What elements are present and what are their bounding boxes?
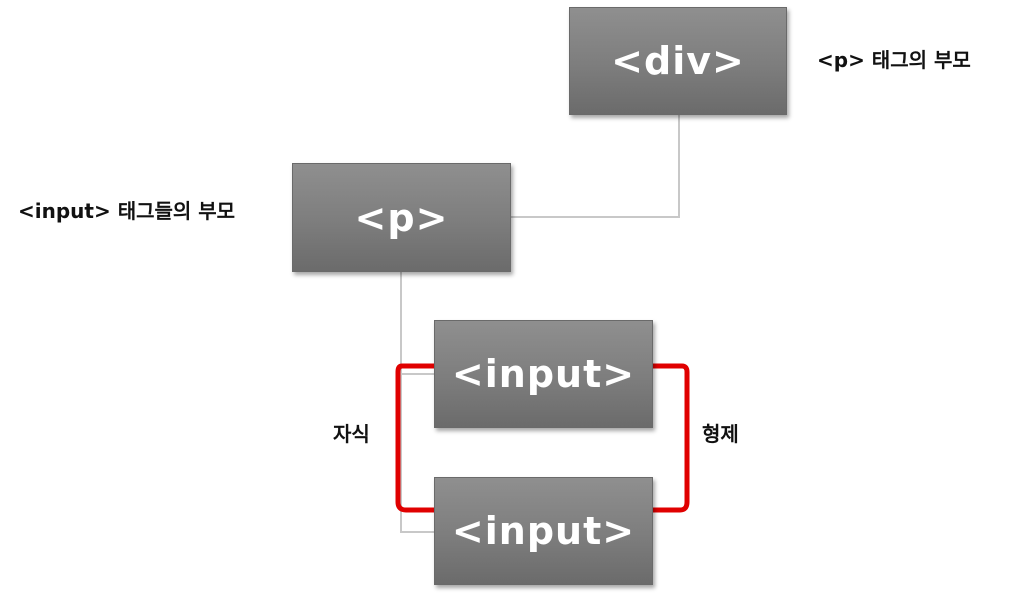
child-annotation: 자식 — [333, 422, 370, 446]
p-node-label: <p> — [354, 195, 449, 240]
child-bracket — [395, 363, 434, 513]
connector-p-to-inputs — [400, 272, 434, 533]
div-parent-annotation: <p> 태그의 부모 — [817, 48, 971, 72]
p-parent-annotation: <input> 태그들의 부모 — [18, 199, 236, 223]
sibling-bracket — [653, 363, 690, 513]
div-node-label: <div> — [611, 39, 745, 83]
input-node-2: <input> — [434, 477, 653, 585]
input-node-2-label: <input> — [451, 509, 636, 553]
p-node: <p> — [292, 163, 511, 272]
sibling-annotation: 형제 — [702, 422, 739, 446]
input-node-1-label: <input> — [451, 352, 636, 396]
input-node-1: <input> — [434, 320, 653, 428]
div-node: <div> — [569, 7, 787, 115]
connector-div-to-p — [511, 115, 680, 218]
